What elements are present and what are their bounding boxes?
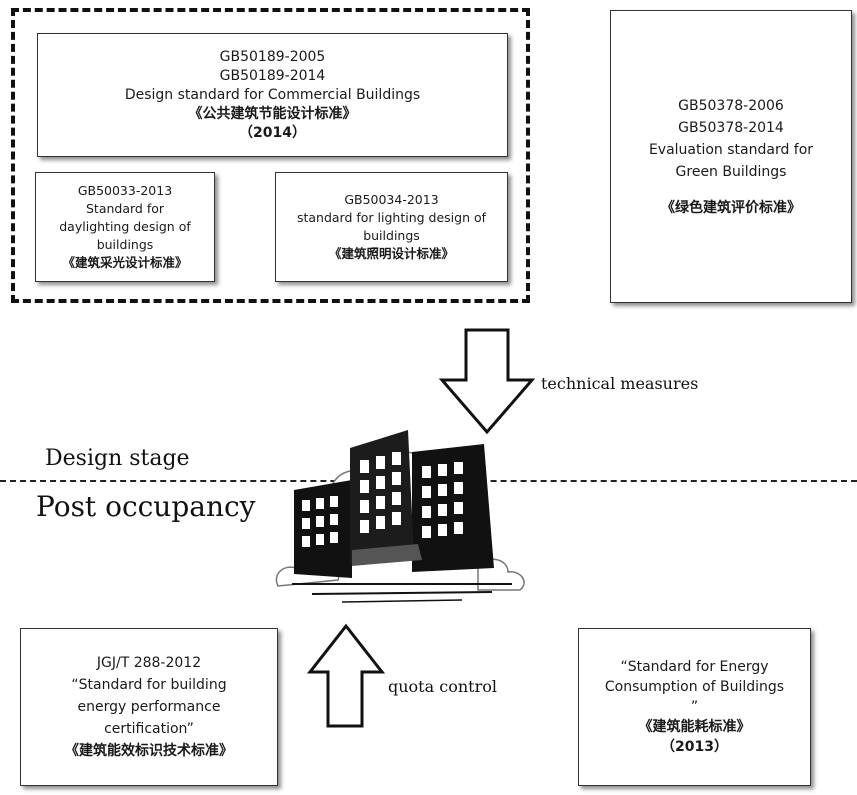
- green-code-2006: GB50378-2006: [678, 97, 784, 114]
- green-title-line1: Evaluation standard for: [648, 141, 814, 158]
- daylighting-standard-box: GB50033-2013 Standard for daylighting de…: [35, 172, 215, 282]
- post-occupancy-label: Post occupancy: [36, 490, 256, 523]
- energy-performance-certification-box: JGJ/T 288-2012 “Standard for building en…: [20, 628, 278, 786]
- lighting-code: GB50034-2013: [344, 192, 439, 207]
- certification-title-cn: 《建筑能效标识技术标准》: [65, 743, 233, 759]
- consumption-title-line2: Consumption of Buildings: [604, 679, 785, 695]
- consumption-title-line1: “Standard for Energy: [620, 659, 769, 675]
- lighting-title-line2: buildings: [363, 228, 420, 243]
- design-standards-group-frame: [11, 8, 530, 303]
- certification-title-line3: certification”: [104, 721, 194, 737]
- daylighting-title-line1: Standard for: [85, 201, 165, 216]
- commercial-year: （2014）: [239, 124, 306, 141]
- quota-control-label: quota control: [388, 677, 497, 696]
- technical-measures-label: technical measures: [541, 374, 699, 393]
- green-buildings-standard-box: GB50378-2006 GB50378-2014 Evaluation sta…: [610, 10, 852, 303]
- daylighting-code: GB50033-2013: [77, 183, 173, 198]
- arrow-up-icon: [306, 623, 386, 728]
- consumption-title-line3: ”: [690, 699, 699, 715]
- certification-title-line1: “Standard for building: [71, 677, 227, 693]
- lighting-title-line1: standard for lighting design of: [296, 210, 487, 225]
- commercial-code-2005: GB50189-2005: [219, 48, 326, 65]
- commercial-title-cn: 《公共建筑节能设计标准》: [188, 105, 357, 122]
- commercial-code-2014: GB50189-2014: [219, 67, 326, 84]
- commercial-title-en: Design standard for Commercial Buildings: [124, 86, 421, 103]
- certification-title-line2: energy performance: [77, 699, 221, 715]
- green-code-2014: GB50378-2014: [678, 119, 784, 136]
- lighting-title-cn: 《建筑照明设计标准》: [328, 246, 454, 261]
- lighting-standard-box: GB50034-2013 standard for lighting desig…: [275, 172, 508, 282]
- certification-code: JGJ/T 288-2012: [96, 655, 202, 671]
- building-icon: [275, 430, 525, 603]
- green-title-line2: Green Buildings: [675, 163, 787, 180]
- daylighting-title-line3: buildings: [96, 237, 154, 252]
- daylighting-title-line2: daylighting design of: [59, 219, 191, 234]
- commercial-buildings-standard-box: GB50189-2005 GB50189-2014 Design standar…: [37, 33, 508, 157]
- design-stage-label: Design stage: [45, 446, 190, 471]
- arrow-down-icon: [438, 328, 536, 435]
- consumption-year: （2013）: [661, 739, 728, 755]
- energy-consumption-standard-box: “Standard for Energy Consumption of Buil…: [578, 628, 811, 786]
- green-title-cn: 《绿色建筑评价标准》: [661, 199, 801, 216]
- daylighting-title-cn: 《建筑采光设计标准》: [62, 255, 188, 270]
- consumption-title-cn: 《建筑能耗标准》: [638, 719, 751, 735]
